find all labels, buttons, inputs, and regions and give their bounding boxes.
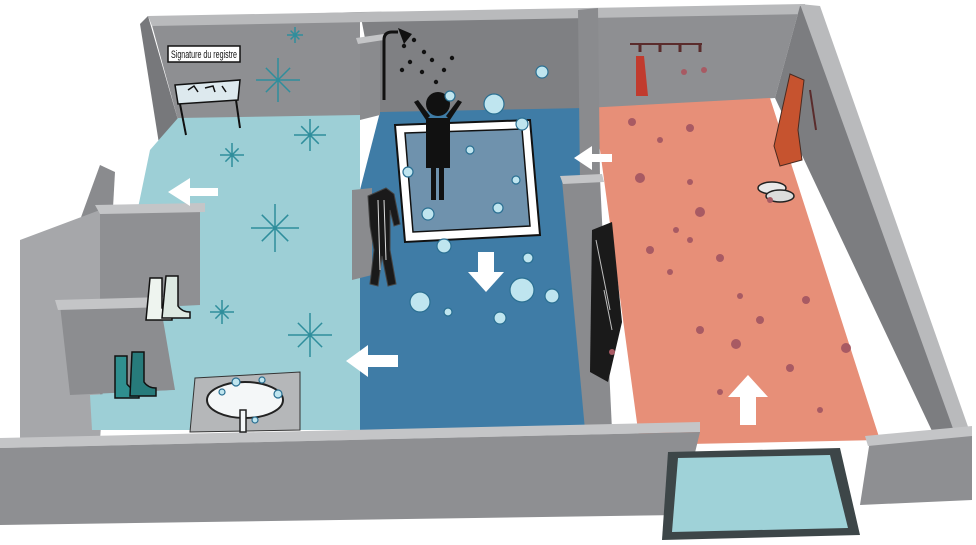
bubble-icon bbox=[422, 208, 434, 220]
bubble-icon bbox=[420, 70, 424, 74]
bubble-icon bbox=[430, 58, 434, 62]
bubble-icon bbox=[402, 44, 406, 48]
stain-icon bbox=[841, 343, 851, 353]
stain-icon bbox=[695, 207, 705, 217]
bubble-icon bbox=[445, 91, 455, 101]
foot-mat-surface bbox=[672, 455, 848, 532]
stain-icon bbox=[716, 254, 724, 262]
partition-clean-shower bbox=[360, 36, 380, 120]
bubble-icon bbox=[252, 417, 258, 423]
stain-icon bbox=[802, 296, 810, 304]
bubble-icon bbox=[545, 289, 559, 303]
bubble-icon bbox=[494, 312, 506, 324]
bubble-icon bbox=[403, 167, 413, 177]
stain-icon bbox=[756, 316, 764, 324]
bubble-icon bbox=[536, 66, 548, 78]
bubble-icon bbox=[219, 389, 225, 395]
bubble-icon bbox=[450, 56, 454, 60]
stain-icon bbox=[609, 349, 615, 355]
stain-icon bbox=[737, 293, 743, 299]
back-wall-right bbox=[585, 6, 800, 110]
back-wall-middle bbox=[360, 10, 585, 118]
bubble-icon bbox=[510, 278, 534, 302]
bubble-icon bbox=[422, 50, 426, 54]
stain-icon bbox=[635, 173, 645, 183]
bubble-icon bbox=[444, 308, 452, 316]
stain-icon bbox=[731, 339, 741, 349]
front-wall-face bbox=[0, 432, 700, 525]
bubble-icon bbox=[412, 38, 416, 42]
stain-icon bbox=[696, 326, 704, 334]
stain-icon bbox=[686, 124, 694, 132]
bubble-icon bbox=[232, 378, 240, 386]
bubble-icon bbox=[523, 253, 533, 263]
bubble-icon bbox=[484, 94, 504, 114]
bubble-icon bbox=[493, 203, 503, 213]
bubble-icon bbox=[274, 390, 282, 398]
stain-icon bbox=[786, 364, 794, 372]
bubble-icon bbox=[516, 118, 528, 130]
stain-icon bbox=[657, 137, 663, 143]
stain-icon bbox=[817, 407, 823, 413]
stain-icon bbox=[646, 246, 654, 254]
bubble-icon bbox=[442, 68, 446, 72]
foot-mat-icon bbox=[662, 448, 860, 540]
stain-icon bbox=[767, 197, 773, 203]
desk-top bbox=[175, 80, 240, 104]
bubble-icon bbox=[408, 60, 412, 64]
stain-icon bbox=[673, 227, 679, 233]
bubble-icon bbox=[400, 68, 404, 72]
stain-icon bbox=[701, 67, 707, 73]
sink-icon bbox=[190, 372, 300, 432]
bubble-icon bbox=[437, 239, 451, 253]
stain-icon bbox=[628, 118, 636, 126]
stain-icon bbox=[717, 389, 723, 395]
stain-icon bbox=[667, 269, 673, 275]
sign-label: Signature du registre bbox=[171, 49, 237, 61]
bubble-icon bbox=[512, 176, 520, 184]
bubble-icon bbox=[466, 146, 474, 154]
bubble-icon bbox=[434, 80, 438, 84]
bubble-icon bbox=[410, 292, 430, 312]
stain-icon bbox=[687, 179, 693, 185]
stain-icon bbox=[681, 69, 687, 75]
stain-icon bbox=[687, 237, 693, 243]
bubble-icon bbox=[259, 377, 265, 383]
